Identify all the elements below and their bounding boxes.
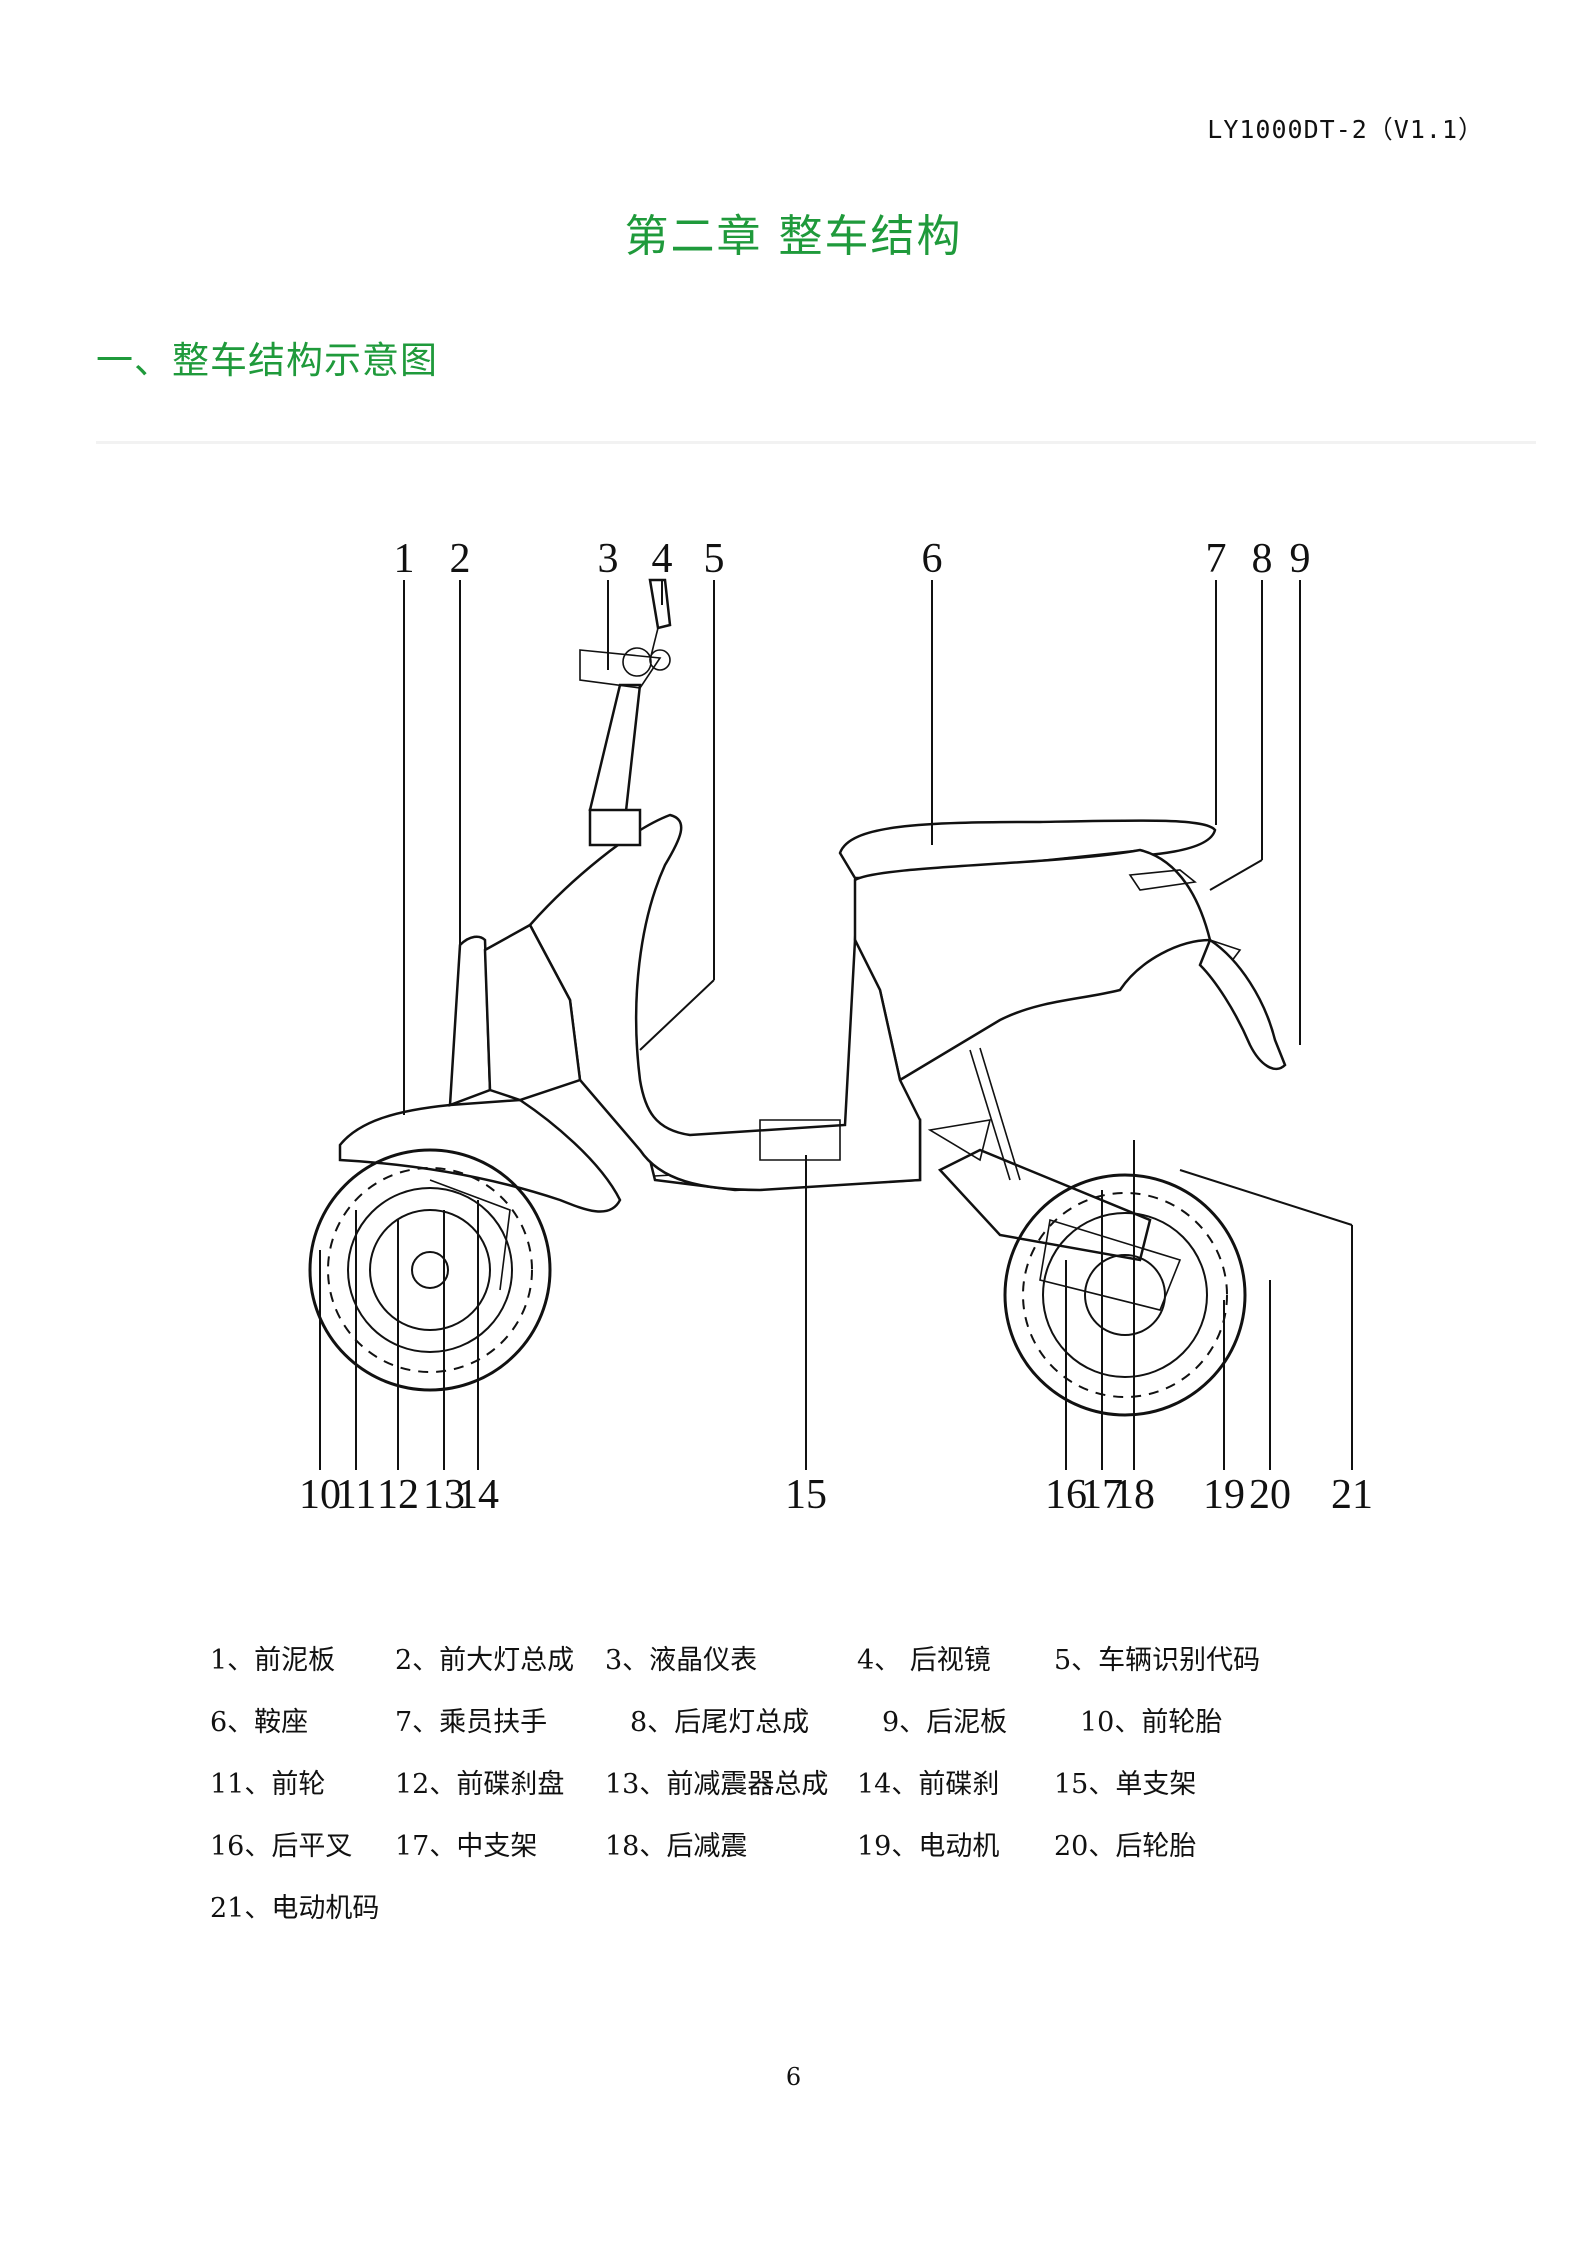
divider <box>96 441 1536 444</box>
legend-item: 19、电动机 <box>857 1831 1000 1862</box>
callout-top-7: 7 <box>1206 536 1227 582</box>
legend-item: 13、前减震器总成 <box>605 1769 829 1800</box>
legend-row: 1、前泥板 2、前大灯总成 3、液晶仪表 4、 后视镜 5、车辆识别代码 <box>210 1638 1310 1700</box>
legend-row: 6、鞍座 7、乘员扶手 8、后尾灯总成 9、后泥板 10、前轮胎 <box>210 1700 1310 1762</box>
legend-item: 1、前泥板 <box>210 1645 336 1676</box>
callout-top-4: 4 <box>652 536 673 582</box>
legend-item: 8、后尾灯总成 <box>630 1707 810 1738</box>
callout-bottom-20: 20 <box>1249 1472 1291 1518</box>
callout-bottom-18: 18 <box>1113 1472 1155 1518</box>
legend-item: 4、 后视镜 <box>857 1645 991 1676</box>
scooter-drawing: 1 2 3 4 5 6 7 8 9 10 11 12 13 14 15 16 1… <box>299 536 1373 1518</box>
legend-item: 9、后泥板 <box>882 1707 1008 1738</box>
front-wheel <box>308 1148 552 1392</box>
legend-row: 16、后平叉 17、中支架 18、后减震 19、电动机 20、后轮胎 <box>210 1824 1310 1886</box>
callout-top-2: 2 <box>450 536 471 582</box>
legend-item: 18、后减震 <box>605 1831 748 1862</box>
legend-row: 11、前轮 12、前碟刹盘 13、前减震器总成 14、前碟刹 15、单支架 <box>210 1762 1310 1824</box>
legend-item: 11、前轮 <box>210 1769 326 1800</box>
legend-item: 2、前大灯总成 <box>395 1645 575 1676</box>
legend-item: 6、鞍座 <box>210 1707 309 1738</box>
legend-item: 21、电动机码 <box>210 1893 380 1924</box>
scooter-structure-diagram: 1 2 3 4 5 6 7 8 9 10 11 12 13 14 15 16 1… <box>280 520 1420 1530</box>
scooter-body <box>338 578 1287 1262</box>
callout-bottom-17: 17 <box>1081 1472 1123 1518</box>
legend-item: 7、乘员扶手 <box>395 1707 548 1738</box>
chapter-title: 第二章 整车结构 <box>624 211 963 262</box>
parts-legend: 1、前泥板 2、前大灯总成 3、液晶仪表 4、 后视镜 5、车辆识别代码 6、鞍… <box>210 1638 1310 1948</box>
legend-item: 12、前碟刹盘 <box>395 1769 565 1800</box>
legend-item: 3、液晶仪表 <box>605 1645 758 1676</box>
legend-item: 17、中支架 <box>395 1831 538 1862</box>
legend-item: 10、前轮胎 <box>1080 1707 1223 1738</box>
section-heading: 一、整车结构示意图 <box>96 339 438 382</box>
callout-bottom-21: 21 <box>1331 1472 1373 1518</box>
leader-lines <box>319 580 1353 1470</box>
callout-bottom-16: 16 <box>1045 1472 1087 1518</box>
callout-top-5: 5 <box>704 536 725 582</box>
callout-bottom-12: 12 <box>377 1472 419 1518</box>
legend-item: 5、车辆识别代码 <box>1054 1645 1261 1676</box>
page-number: 6 <box>785 2063 802 2091</box>
legend-item: 14、前碟刹 <box>857 1769 1000 1800</box>
callout-top-1: 1 <box>394 536 415 582</box>
legend-row: 21、电动机码 <box>210 1886 1310 1948</box>
legend-item: 15、单支架 <box>1054 1769 1197 1800</box>
callout-bottom-10: 10 <box>299 1472 341 1518</box>
callout-bottom-15: 15 <box>785 1472 827 1518</box>
callout-bottom-13: 13 <box>423 1472 465 1518</box>
callout-top-9: 9 <box>1290 536 1311 582</box>
rear-wheel <box>1003 1173 1247 1417</box>
callout-bottom-19: 19 <box>1203 1472 1245 1518</box>
callout-top-6: 6 <box>922 536 943 582</box>
callout-bottom-14: 14 <box>457 1472 499 1518</box>
legend-item: 20、后轮胎 <box>1054 1831 1197 1862</box>
callout-bottom-11: 11 <box>336 1472 376 1518</box>
legend-item: 16、后平叉 <box>210 1831 353 1862</box>
document-code: LY1000DT-2（V1.1） <box>1207 115 1484 144</box>
callout-top-3: 3 <box>598 536 619 582</box>
callout-top-8: 8 <box>1252 536 1273 582</box>
